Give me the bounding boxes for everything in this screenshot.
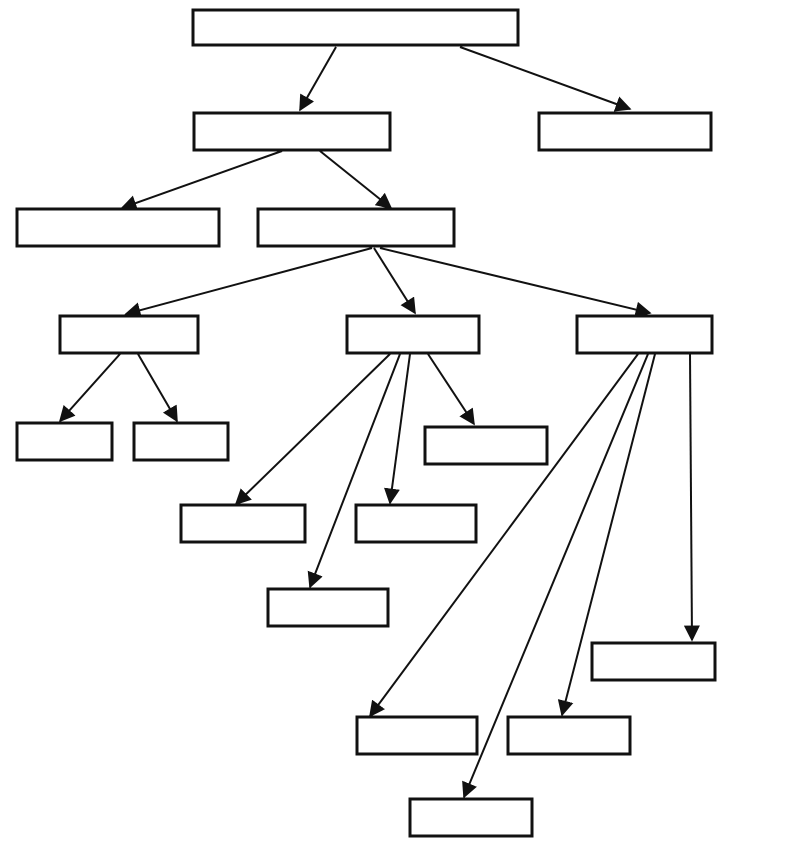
node-box xyxy=(575,314,714,355)
node-n11 xyxy=(179,503,307,544)
node-box xyxy=(408,797,534,838)
edge-n4-n5 xyxy=(124,247,373,318)
node-n1 xyxy=(192,111,392,152)
node-n5 xyxy=(58,314,200,355)
node-box xyxy=(15,207,221,248)
edge-n4-n7 xyxy=(379,247,652,318)
node-n14 xyxy=(590,641,717,682)
node-box xyxy=(355,715,479,756)
edge-n5-n9 xyxy=(137,353,178,423)
node-n3 xyxy=(15,207,221,248)
node-box xyxy=(354,503,478,544)
edge-n6-n11 xyxy=(234,353,391,506)
edge-n6-n12 xyxy=(383,353,411,505)
node-box xyxy=(132,421,230,462)
edge-n7-n17 xyxy=(462,353,649,799)
node-n4 xyxy=(256,207,456,248)
node-box xyxy=(537,111,713,152)
nodes-layer xyxy=(15,8,717,838)
node-box xyxy=(191,8,520,47)
node-n16 xyxy=(506,715,632,756)
node-n6 xyxy=(345,314,481,355)
node-box xyxy=(256,207,456,248)
node-n0 xyxy=(191,8,520,47)
node-box xyxy=(506,715,632,756)
edge-n6-n10 xyxy=(427,353,475,426)
node-box xyxy=(192,111,392,152)
edge-n7-n15 xyxy=(369,353,639,718)
edge-n4-n6 xyxy=(373,247,416,315)
node-n17 xyxy=(408,797,534,838)
node-box xyxy=(590,641,717,682)
node-n13 xyxy=(266,587,390,628)
node-n8 xyxy=(15,421,114,462)
node-box xyxy=(58,314,200,355)
edge-n6-n13 xyxy=(307,353,401,589)
node-box xyxy=(179,503,307,544)
node-n12 xyxy=(354,503,478,544)
node-n7 xyxy=(575,314,714,355)
node-n15 xyxy=(355,715,479,756)
node-box xyxy=(15,421,114,462)
node-box xyxy=(345,314,481,355)
edges-layer xyxy=(58,46,700,799)
node-box xyxy=(266,587,390,628)
edge-n0-n2 xyxy=(459,46,632,112)
edge-n7-n16 xyxy=(557,353,656,717)
node-box xyxy=(423,425,549,466)
node-n2 xyxy=(537,111,713,152)
edge-n7-n14 xyxy=(683,353,700,642)
edge-n5-n8 xyxy=(58,353,121,423)
edge-n1-n4 xyxy=(319,150,393,210)
node-n9 xyxy=(132,421,230,462)
edge-n1-n3 xyxy=(120,150,283,211)
edge-n0-n1 xyxy=(299,46,337,112)
node-n10 xyxy=(423,425,549,466)
